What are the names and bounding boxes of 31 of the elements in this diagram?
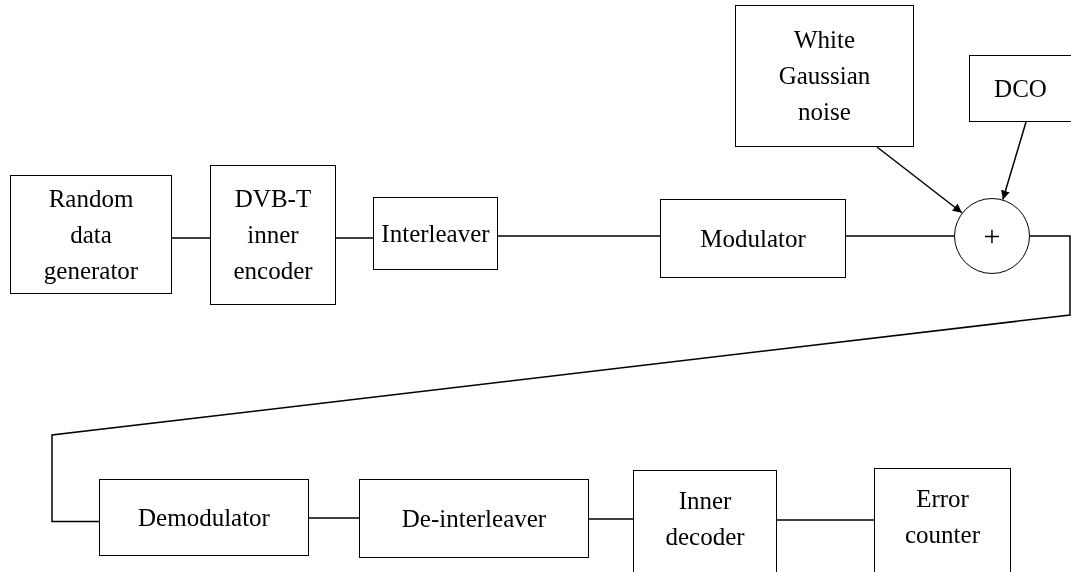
block-box bbox=[99, 479, 309, 556]
block-label: DVB-T inner encoder bbox=[232, 184, 314, 286]
block-label: Random data generator bbox=[42, 183, 140, 286]
connector-line bbox=[51, 235, 1071, 523]
connector-line bbox=[171, 237, 211, 239]
block-box bbox=[969, 55, 1071, 122]
connector-line bbox=[308, 517, 360, 519]
block-box bbox=[10, 175, 172, 294]
arrow bbox=[1001, 121, 1027, 201]
connector-line bbox=[335, 237, 374, 239]
block-box bbox=[874, 468, 1011, 572]
arrow bbox=[876, 146, 963, 214]
block-label: White Gaussian noise bbox=[777, 25, 872, 127]
block-label: Error counter bbox=[904, 484, 981, 550]
plus-sign: + bbox=[983, 218, 1001, 254]
connector-line bbox=[588, 518, 634, 520]
block-label: DCO bbox=[994, 73, 1047, 104]
block-box bbox=[660, 199, 846, 278]
block-box bbox=[359, 479, 589, 558]
block-label: Inner decoder bbox=[664, 486, 746, 552]
block-box bbox=[210, 165, 336, 305]
block-label: Interleaver bbox=[381, 218, 490, 249]
block-label: Demodulator bbox=[138, 502, 270, 533]
connector-line bbox=[497, 235, 661, 237]
block-box bbox=[735, 5, 914, 147]
block-label: De-interleaver bbox=[401, 503, 547, 534]
block-box bbox=[373, 197, 498, 270]
connector-line bbox=[845, 235, 955, 237]
block-box bbox=[633, 470, 777, 572]
connector-line bbox=[776, 519, 875, 521]
block-label: Modulator bbox=[700, 223, 806, 254]
